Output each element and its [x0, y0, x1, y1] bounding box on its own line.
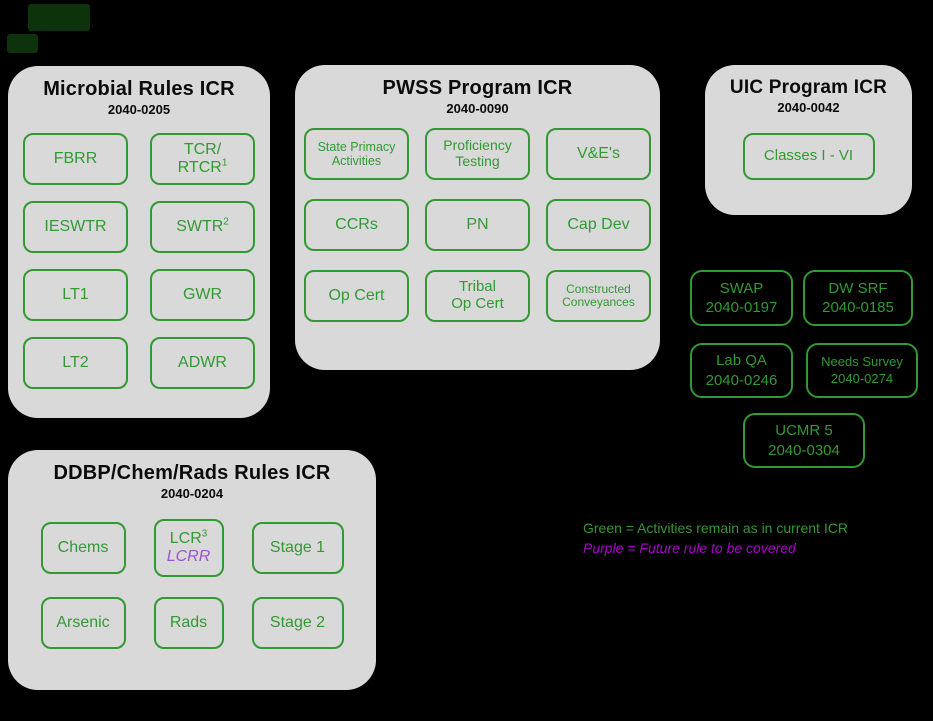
box-lcr-lcrr: LCR3 LCRR [153, 519, 224, 577]
panel-code: 2040-0042 [777, 100, 840, 115]
box-stage-2: Stage 2 [251, 597, 344, 649]
box-swap: SWAP 2040-0197 [690, 270, 793, 326]
box-label-line2: 2040-0304 [768, 441, 840, 459]
uic-box-grid: Classes I - VI [705, 133, 912, 180]
box-label: LT2 [62, 354, 89, 372]
box-classes-i-vi: Classes I - VI [742, 133, 875, 180]
ddbp-box-grid: Chems LCR3 LCRR Stage 1 Arsenic Rads Sta… [8, 519, 376, 649]
box-label-line1: LCR3 [169, 528, 208, 548]
box-label-line2: Testing [455, 153, 500, 169]
panel-ddbp-chem-rads-rules-icr: DDBP/Chem/Rads Rules ICR 2040-0204 Chems… [8, 450, 376, 690]
box-label-line2: 2040-0185 [822, 299, 894, 316]
superscript: 1 [221, 157, 228, 169]
box-label-line1: TCR/ [183, 141, 222, 159]
superscript: 3 [201, 528, 208, 540]
box-tcr-rtcr: TCR/ RTCR1 [150, 133, 255, 185]
box-label-line1: Needs Survey [821, 353, 903, 369]
box-ucmr-5: UCMR 5 2040-0304 [743, 413, 865, 468]
box-label: Cap Dev [567, 216, 630, 234]
box-label: Classes I - VI [763, 147, 854, 165]
dark-green-block [7, 34, 38, 53]
box-label-line1: Tribal [459, 278, 496, 296]
box-label: GWR [182, 286, 223, 304]
box-label-line1: SWAP [719, 279, 764, 297]
box-label-line1: State Primacy [317, 140, 396, 154]
box-arsenic: Arsenic [40, 597, 126, 649]
box-label: Stage 2 [269, 614, 326, 632]
box-ves: V&E's [546, 128, 651, 180]
dark-green-block [28, 4, 90, 31]
box-label: ADWR [178, 354, 227, 372]
box-lt2: LT2 [23, 337, 128, 389]
box-label-line1: DW SRF [828, 279, 888, 297]
box-label-line2: Op Cert [451, 295, 504, 312]
box-label-line2: RTCR1 [177, 157, 228, 176]
box-label-line2: 2040-0246 [705, 371, 778, 389]
box-label: Rads [169, 614, 208, 632]
panel-microbial-rules-icr: Microbial Rules ICR 2040-0205 FBRR TCR/ … [8, 66, 270, 418]
panel-code: 2040-0090 [446, 101, 509, 116]
panel-title: PWSS Program ICR [382, 77, 573, 99]
box-dw-srf: DW SRF 2040-0185 [803, 270, 913, 326]
box-label: Arsenic [56, 614, 110, 632]
box-label: CCRs [335, 216, 378, 234]
box-label-line1: Lab QA [716, 352, 767, 369]
box-tribal-op-cert: Tribal Op Cert [425, 270, 530, 322]
box-adwr: ADWR [150, 337, 255, 389]
panel-uic-program-icr: UIC Program ICR 2040-0042 Classes I - VI [705, 65, 912, 215]
box-rads: Rads [153, 597, 224, 649]
box-fbrr: FBRR [23, 133, 128, 185]
box-ieswtr: IESWTR [23, 201, 128, 253]
legend: Green = Activities remain as in current … [583, 518, 848, 559]
box-label: V&E's [576, 145, 621, 163]
box-label: Stage 1 [269, 539, 326, 557]
pwss-box-grid: State Primacy Activities Proficiency Tes… [295, 128, 660, 322]
box-label: SWTR2 [176, 216, 229, 236]
panel-code: 2040-0205 [107, 102, 171, 117]
panel-title: DDBP/Chem/Rads Rules ICR [53, 462, 331, 484]
box-label: FBRR [53, 150, 98, 168]
box-chems: Chems [40, 522, 126, 574]
box-label-line1: Proficiency [443, 137, 512, 154]
box-label: Chems [57, 539, 109, 557]
box-lab-qa: Lab QA 2040-0246 [690, 343, 793, 398]
panel-pwss-program-icr: PWSS Program ICR 2040-0090 State Primacy… [295, 65, 660, 370]
box-op-cert: Op Cert [304, 270, 409, 322]
box-proficiency-testing: Proficiency Testing [425, 128, 530, 180]
box-label-line1: Constructed [566, 281, 631, 296]
legend-purple-line: Purple = Future rule to be covered [583, 540, 796, 557]
box-label-line2: 2040-0274 [830, 370, 894, 386]
box-label-line2: Conveyances [562, 295, 635, 309]
box-label-lcrr: LCRR [166, 548, 211, 565]
superscript: 2 [223, 216, 229, 228]
box-gwr: GWR [150, 269, 255, 321]
box-stage-1: Stage 1 [251, 522, 344, 574]
box-label-line2: Activities [331, 154, 382, 168]
box-cap-dev: Cap Dev [546, 199, 651, 251]
microbial-box-grid: FBRR TCR/ RTCR1 IESWTR SWTR2 LT1 GWR LT2… [8, 133, 270, 389]
panel-title: UIC Program ICR [729, 77, 888, 98]
box-swtr: SWTR2 [150, 201, 255, 253]
box-label: Op Cert [328, 287, 385, 305]
box-label-line1: UCMR 5 [775, 422, 833, 439]
box-label: IESWTR [44, 218, 107, 236]
box-label-line2: 2040-0197 [705, 299, 778, 316]
box-state-primacy-activities: State Primacy Activities [304, 128, 409, 180]
panel-title: Microbial Rules ICR [43, 78, 235, 100]
box-lt1: LT1 [23, 269, 128, 321]
panel-code: 2040-0204 [160, 486, 224, 501]
box-pn: PN [425, 199, 530, 251]
box-needs-survey: Needs Survey 2040-0274 [806, 343, 918, 398]
box-label: LT1 [62, 286, 89, 304]
box-constructed-conveyances: Constructed Conveyances [546, 270, 651, 322]
box-label: PN [466, 216, 489, 234]
box-ccrs: CCRs [304, 199, 409, 251]
legend-green-line: Green = Activities remain as in current … [583, 520, 848, 536]
